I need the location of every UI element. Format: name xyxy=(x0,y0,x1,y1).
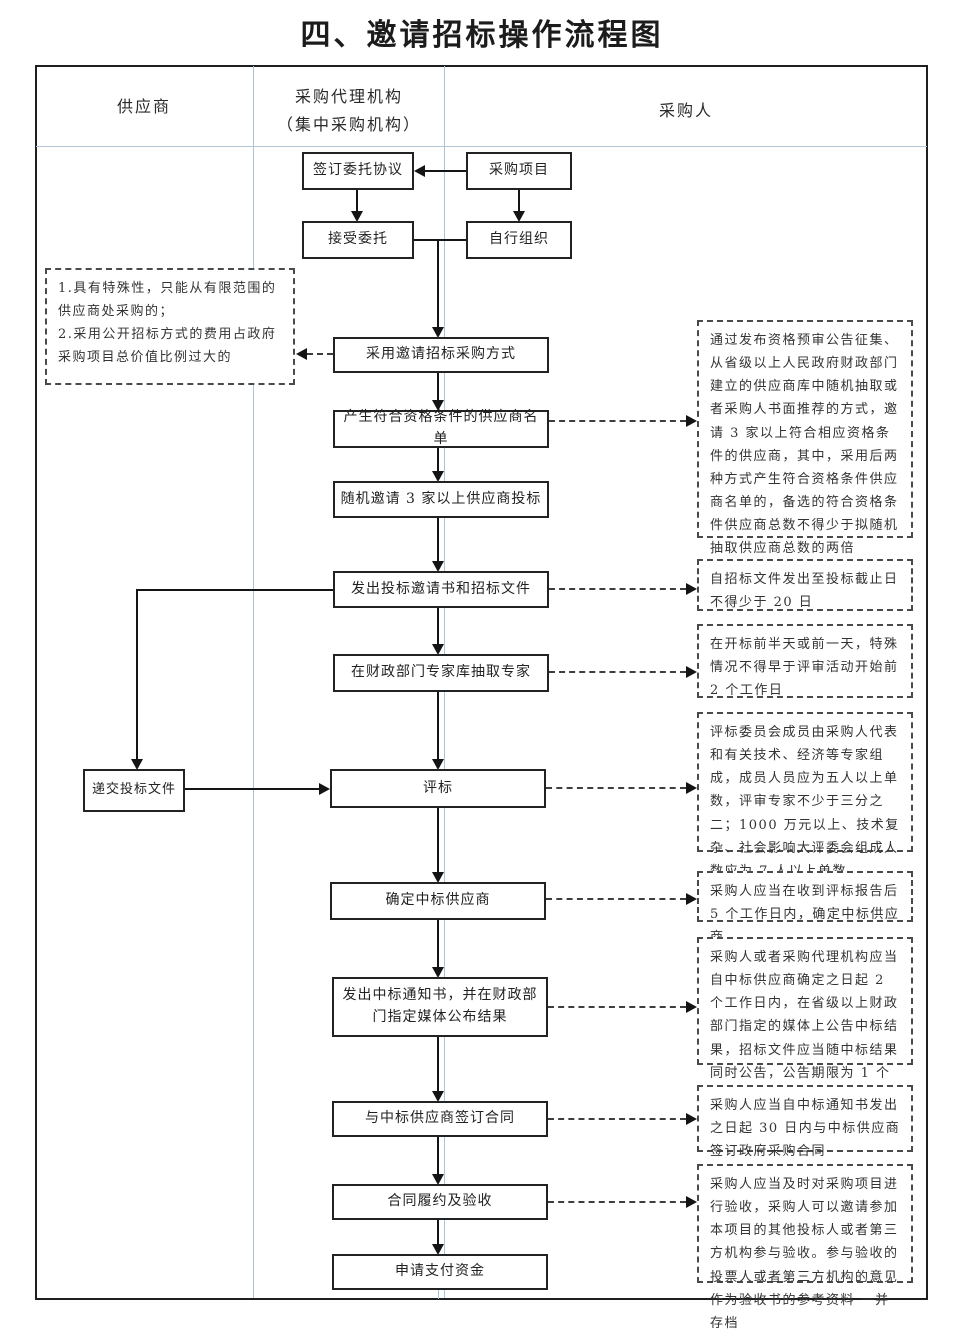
edge-issue-to-submit-v xyxy=(136,589,138,759)
edge-eval-to-determine xyxy=(437,808,439,873)
node-determine-winner: 确定中标供应商 xyxy=(330,882,546,920)
page-title: 四、邀请招标操作流程图 xyxy=(300,18,664,53)
note-edge-contract xyxy=(548,1118,686,1120)
arrowhead-note-contract xyxy=(686,1113,697,1125)
edge-project-to-sign xyxy=(425,170,466,172)
note-edge-notice xyxy=(548,1006,686,1008)
note-edge-eval xyxy=(546,787,686,789)
edge-adopt-to-generate xyxy=(437,373,439,401)
arrowhead-note-determine xyxy=(686,893,697,905)
node-generate-list: 产生符合资格条件的供应商名单 xyxy=(333,409,549,448)
edge-notice-to-contract xyxy=(437,1037,439,1092)
edge-issue-to-extract xyxy=(437,608,439,645)
arrowhead-contract-to-acceptance xyxy=(432,1174,444,1185)
arrowhead-generate-to-random xyxy=(432,471,444,482)
diagram-frame xyxy=(35,65,928,1300)
lane-header-supplier: 供应商 xyxy=(116,97,171,116)
arrowhead-spine-to-adopt xyxy=(432,327,444,338)
lane-divider-tick xyxy=(438,1290,439,1299)
arrowhead-project-to-sign xyxy=(414,165,425,177)
arrowhead-note-extract xyxy=(686,666,697,678)
arrowhead-determine-to-notice xyxy=(432,967,444,978)
edge-acceptance-to-payment xyxy=(437,1220,439,1245)
edge-random-to-issue xyxy=(437,518,439,562)
arrowhead-note-notice xyxy=(686,1001,697,1013)
node-apply-payment: 申请支付资金 xyxy=(332,1254,548,1290)
arrowhead-adopt-to-generate xyxy=(432,400,444,411)
note-left-line1: 1.具有特殊性，只能从有限范围的供应商处采购的； xyxy=(58,281,277,320)
edge-contract-to-acceptance xyxy=(437,1137,439,1175)
edge-accept-self-connector xyxy=(414,239,466,241)
note-right-20days: 自招标文件发出至投标截止日不得少于 20 日 xyxy=(697,559,913,611)
arrowhead-project-to-self xyxy=(513,211,525,222)
note-left-line2: 2.采用公开招标方式的费用占政府采购项目总价值比例过大的 xyxy=(58,327,277,366)
edge-generate-to-random xyxy=(437,448,439,472)
note-right-30days: 采购人应当自中标通知书发出之日起 30 日内与中标供应商签订政府采购合同 xyxy=(697,1085,913,1159)
node-submit-bid: 递交投标文件 xyxy=(83,769,185,812)
note-right-qualification: 通过发布资格预审公告征集、从省级以上人民政府财政部门建立的供应商库中随机抽取或者… xyxy=(697,320,913,556)
lane-header-agency-line2: （集中采购机构） xyxy=(276,115,421,134)
note-edge-acceptance xyxy=(548,1201,686,1203)
arrowhead-eval-to-determine xyxy=(432,872,444,883)
node-issue-notice: 发出中标通知书，并在财政部门指定媒体公布结果 xyxy=(332,977,548,1037)
note-left-special: 1.具有特殊性，只能从有限范围的供应商处采购的； 2.采用公开招标方式的费用占政… xyxy=(45,268,295,385)
edge-sign-to-accept xyxy=(356,190,358,212)
lane-divider-1 xyxy=(253,66,254,1298)
note-right-5days: 采购人应当在收到评标报告后 5 个工作日内，确定中标供应商 xyxy=(697,871,913,945)
note-right-announce: 采购人或者采购代理机构应当自中标供应商确定之日起 2 个工作日内，在省级以上财政… xyxy=(697,937,913,1104)
note-edge-adopt-left xyxy=(307,353,333,355)
node-procurement-project: 采购项目 xyxy=(466,152,572,190)
note-edge-extract xyxy=(549,671,686,673)
arrowhead-note-generate xyxy=(686,415,697,427)
arrowhead-issue-to-submit xyxy=(131,759,143,770)
arrowhead-note-acceptance xyxy=(686,1196,697,1208)
arrowhead-note-adopt-left xyxy=(296,348,307,360)
node-bid-evaluation: 评标 xyxy=(330,769,546,808)
node-sign-contract: 与中标供应商签订合同 xyxy=(332,1101,548,1137)
edge-determine-to-notice xyxy=(437,920,439,968)
arrowhead-note-issue xyxy=(686,583,697,595)
arrowhead-acceptance-to-payment xyxy=(432,1244,444,1255)
node-contract-acceptance: 合同履约及验收 xyxy=(332,1184,548,1220)
edge-issue-to-submit-h xyxy=(137,589,333,591)
note-edge-issue xyxy=(549,588,686,590)
note-right-expert-timing: 在开标前半天或前一天，特殊情况不得早于评审活动开始前 2 个工作日 xyxy=(697,624,913,698)
edge-submit-to-eval xyxy=(185,788,319,790)
node-extract-experts: 在财政部门专家库抽取专家 xyxy=(333,654,549,692)
node-issue-invitation: 发出投标邀请书和招标文件 xyxy=(333,571,549,608)
node-random-invite: 随机邀请 3 家以上供应商投标 xyxy=(333,481,549,518)
node-self-organize: 自行组织 xyxy=(466,221,572,259)
arrowhead-random-to-issue xyxy=(432,561,444,572)
node-accept-entrustment: 接受委托 xyxy=(302,221,414,259)
edge-project-to-self xyxy=(518,190,520,212)
node-sign-agreement: 签订委托协议 xyxy=(302,152,414,190)
arrowhead-note-eval xyxy=(686,782,697,794)
arrowhead-notice-to-contract xyxy=(432,1091,444,1102)
edge-spine-to-adopt xyxy=(437,239,439,328)
note-right-committee: 评标委员会成员由采购人代表和有关技术、经济等专家组成，成员人员应为五人以上单数，… xyxy=(697,712,913,879)
arrowhead-extract-to-eval xyxy=(432,759,444,770)
note-right-acceptance: 采购人应当及时对采购项目进行验收，采购人可以邀请参加本项目的其他投标人或者第三方… xyxy=(697,1164,913,1331)
note-edge-generate xyxy=(549,420,686,422)
lane-header-purchaser: 采购人 xyxy=(658,101,713,120)
lane-header-agency-line1: 采购代理机构 xyxy=(294,87,403,106)
arrowhead-issue-to-extract xyxy=(432,644,444,655)
arrowhead-sign-to-accept xyxy=(351,211,363,222)
arrowhead-submit-to-eval xyxy=(319,783,330,795)
node-adopt-method: 采用邀请招标采购方式 xyxy=(333,337,549,373)
edge-extract-to-eval xyxy=(437,692,439,760)
note-edge-determine xyxy=(546,898,686,900)
lane-header-divider xyxy=(36,146,927,147)
